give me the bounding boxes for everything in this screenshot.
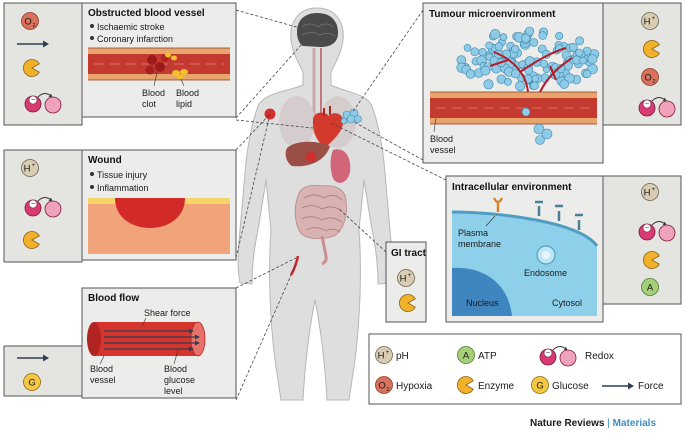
bullet-coronary-infarction: Coronary infarction bbox=[97, 34, 173, 44]
brand-journal: Materials bbox=[612, 418, 657, 429]
legend-force: Force bbox=[638, 381, 664, 392]
panel-obstructed-blood-vessel: Obstructed blood vessel Ischaemic stroke… bbox=[3, 2, 237, 126]
label-cytosol: Cytosol bbox=[552, 298, 582, 308]
tumour-title: Tumour microenvironment bbox=[429, 9, 556, 20]
legend: pH ATP Redox Hypoxia Enzyme Glucose Forc… bbox=[368, 333, 682, 405]
legend-ph: pH bbox=[396, 351, 409, 362]
label-blood-lipid-2: lipid bbox=[176, 99, 192, 109]
label-blood-clot-2: clot bbox=[142, 99, 157, 109]
brand-separator: | bbox=[607, 418, 610, 429]
label-blood-glucose-3: level bbox=[164, 386, 183, 396]
panel-tumour-microenvironment: Tumour microenvironment Blood vessel bbox=[422, 2, 682, 164]
tumour-cell bbox=[483, 79, 494, 90]
legend-enzyme: Enzyme bbox=[478, 381, 515, 392]
bloodflow-title: Blood flow bbox=[88, 293, 139, 304]
legend-hypoxia: Hypoxia bbox=[396, 381, 433, 392]
gi-title: GI tract bbox=[391, 248, 427, 259]
tumour-cell bbox=[515, 80, 526, 92]
tumour-cell bbox=[525, 26, 535, 36]
legend-hypoxia-icon bbox=[375, 376, 393, 394]
tumour-cell bbox=[521, 33, 531, 43]
legend-glucose: Glucose bbox=[552, 381, 589, 392]
legend-atp: ATP bbox=[478, 351, 497, 362]
bullet-tissue-injury: Tissue injury bbox=[97, 170, 148, 180]
obstructed-symbols-box bbox=[3, 2, 83, 126]
wound-symbols-box bbox=[3, 149, 83, 263]
ph-icon bbox=[641, 183, 659, 201]
panel-blood-flow: Blood flow Shear force Blood vessel Bloo… bbox=[3, 287, 237, 399]
tumour-cell bbox=[579, 56, 587, 65]
panel-gi-tract: GI tract bbox=[385, 241, 427, 323]
label-blood-vessel-2: vessel bbox=[90, 375, 116, 385]
wound-title: Wound bbox=[88, 155, 122, 166]
tumour-cell bbox=[465, 69, 476, 79]
label-tumour-blood-vessel-2: vessel bbox=[430, 145, 456, 155]
tumour-cell bbox=[494, 42, 504, 51]
tumour-cell bbox=[490, 29, 501, 40]
glucose-icon bbox=[23, 373, 41, 391]
tumour-cell bbox=[582, 69, 592, 79]
legend-redox: Redox bbox=[585, 351, 614, 362]
tumour-cell bbox=[568, 42, 578, 52]
panel-wound: Wound Tissue injury Inflammation bbox=[3, 149, 237, 263]
tumour-cell bbox=[529, 38, 539, 47]
atp-icon bbox=[641, 278, 659, 296]
label-tumour-blood-vessel-1: Blood bbox=[430, 134, 453, 144]
label-blood-vessel-1: Blood bbox=[90, 364, 113, 374]
label-endosome: Endosome bbox=[524, 268, 567, 278]
brand-name: Nature Reviews bbox=[530, 418, 605, 429]
ph-icon bbox=[641, 12, 659, 30]
tumour-cell bbox=[463, 43, 472, 52]
tumour-cell-cluster bbox=[456, 26, 600, 92]
legend-atp-icon bbox=[457, 346, 475, 364]
tumour-cell bbox=[531, 74, 540, 83]
tumour-cell bbox=[555, 31, 564, 40]
tumour-cell bbox=[485, 41, 494, 50]
label-plasma-membrane-2: membrane bbox=[458, 239, 501, 249]
tumour-cell bbox=[559, 79, 569, 89]
ph-icon bbox=[21, 159, 39, 177]
hypoxia-icon bbox=[21, 12, 39, 30]
bullet-inflammation: Inflammation bbox=[97, 183, 149, 193]
tumour-cell bbox=[539, 59, 549, 69]
tumour-cell bbox=[478, 48, 487, 57]
label-blood-clot-1: Blood bbox=[142, 88, 165, 98]
tumour-cell bbox=[587, 54, 598, 64]
tumour-cell bbox=[480, 65, 491, 76]
tumour-cell bbox=[510, 69, 521, 79]
label-blood-lipid-1: Blood bbox=[176, 88, 199, 98]
bloodflow-symbols-box bbox=[3, 345, 83, 397]
panel-intracellular-environment: Intracellular environment Plasma membran… bbox=[445, 175, 682, 323]
legend-ph-icon bbox=[375, 346, 393, 364]
tumour-cell bbox=[575, 48, 584, 57]
tumour-cell bbox=[575, 36, 584, 46]
publisher-credit: Nature Reviews | Materials bbox=[530, 418, 656, 429]
tumour-cell bbox=[538, 31, 547, 40]
tumour-cell bbox=[503, 78, 512, 86]
obstructed-title: Obstructed blood vessel bbox=[88, 8, 205, 19]
bullet-ischaemic-stroke: Ischaemic stroke bbox=[97, 22, 165, 32]
tumour-cell bbox=[511, 44, 520, 54]
legend-glucose-icon bbox=[531, 376, 549, 394]
label-blood-glucose-1: Blood bbox=[164, 364, 187, 374]
label-blood-glucose-2: glucose bbox=[164, 375, 195, 385]
label-plasma-membrane-1: Plasma bbox=[458, 228, 488, 238]
label-nucleus: Nucleus bbox=[466, 298, 499, 308]
ph-icon bbox=[397, 269, 415, 287]
intracellular-title: Intracellular environment bbox=[452, 182, 572, 193]
hypoxia-icon bbox=[641, 68, 659, 86]
tumour-cell bbox=[530, 81, 539, 90]
tumour-cell bbox=[499, 33, 508, 41]
leader-lines bbox=[235, 9, 447, 401]
tumour-cells-in-body bbox=[340, 108, 362, 125]
label-shear-force: Shear force bbox=[144, 308, 191, 318]
tumour-cell bbox=[470, 47, 480, 57]
human-body-figure bbox=[237, 7, 393, 401]
